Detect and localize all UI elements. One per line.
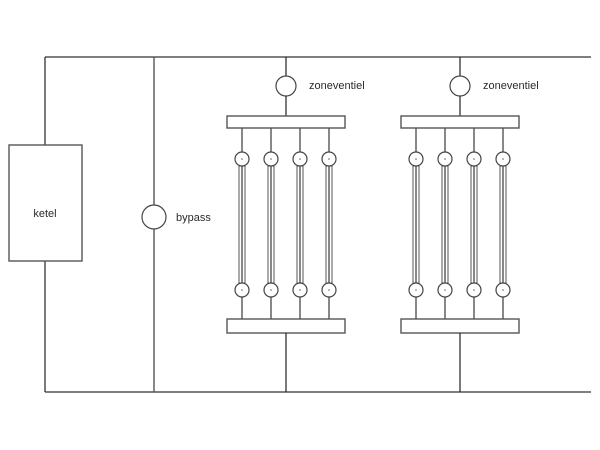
radiator-lockshield-dot <box>444 289 446 291</box>
return-manifold <box>400 318 520 334</box>
bypass-label: bypass <box>176 212 211 224</box>
radiator-lockshield-dot <box>299 289 301 291</box>
radiator <box>321 128 337 319</box>
radiator-lockshield-dot <box>502 289 504 291</box>
zone-valve-icon <box>275 75 297 97</box>
zone-valve-icon <box>449 75 471 97</box>
radiator <box>466 128 482 319</box>
radiator <box>408 128 424 319</box>
radiator-lockshield-dot <box>241 289 243 291</box>
radiator-lockshield-dot <box>415 289 417 291</box>
return-manifold <box>226 318 346 334</box>
bypass-branch: bypass <box>141 57 211 392</box>
radiator <box>234 128 250 319</box>
radiator-valve-dot <box>299 158 301 160</box>
radiator <box>292 128 308 319</box>
radiator-valve-dot <box>270 158 272 160</box>
radiator-valve-dot <box>328 158 330 160</box>
radiator-lockshield-dot <box>473 289 475 291</box>
radiator <box>437 128 453 319</box>
boiler: ketel <box>8 57 83 392</box>
supply-manifold <box>400 115 520 129</box>
zone-valve-label: zoneventiel <box>483 80 539 92</box>
radiator-valve-dot <box>241 158 243 160</box>
boiler-box <box>8 144 83 262</box>
radiator <box>263 128 279 319</box>
zones: zoneventiel zoneventiel <box>226 57 539 392</box>
radiator-valve-dot <box>473 158 475 160</box>
zone-2: zoneventiel <box>400 57 539 392</box>
radiator-lockshield-dot <box>270 289 272 291</box>
supply-manifold <box>226 115 346 129</box>
zone-valve-label: zoneventiel <box>309 80 365 92</box>
radiator-valve-dot <box>415 158 417 160</box>
radiator-valve-dot <box>444 158 446 160</box>
boiler-label: ketel <box>33 208 56 220</box>
radiator <box>495 128 511 319</box>
zone-1: zoneventiel <box>226 57 365 392</box>
bypass-valve-icon <box>141 204 167 230</box>
radiator-valve-dot <box>502 158 504 160</box>
radiator-lockshield-dot <box>328 289 330 291</box>
